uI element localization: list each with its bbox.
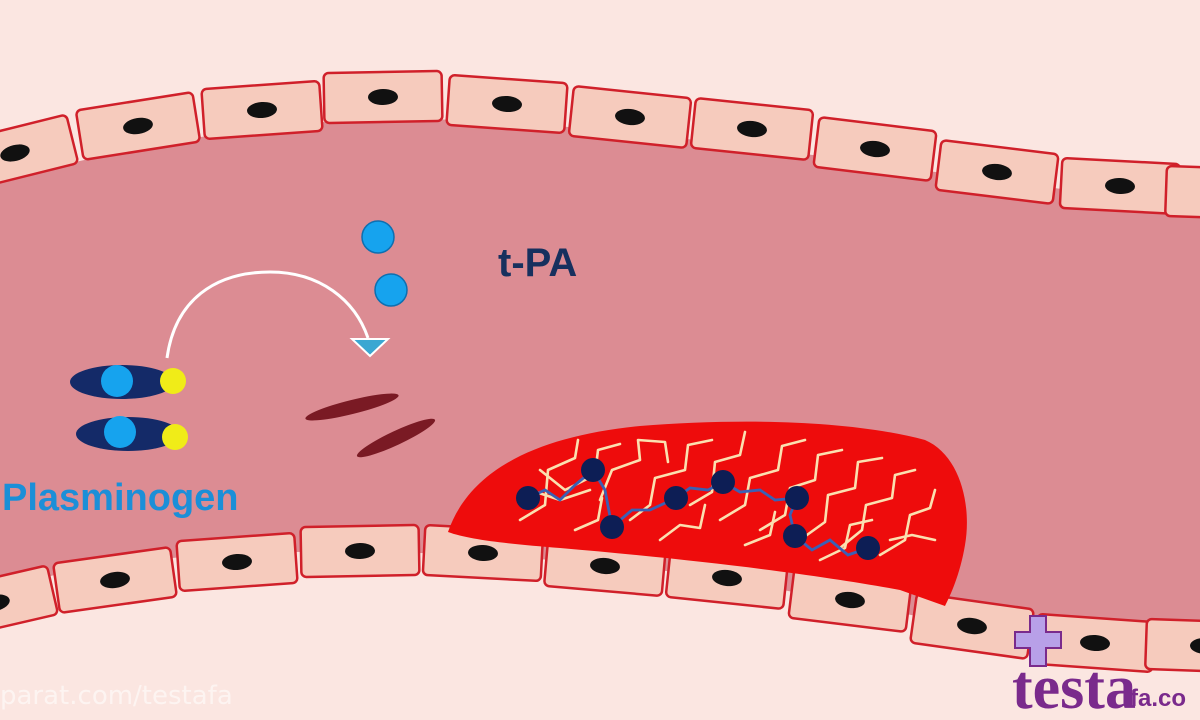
endothelial-cell (934, 139, 1060, 205)
tpa-molecules (361, 220, 408, 307)
clot-node (856, 536, 880, 560)
cell-nucleus (1105, 177, 1135, 195)
endothelium-top (0, 69, 1200, 222)
fibrin-mesh (518, 430, 937, 562)
platelet (356, 418, 436, 458)
clot-nodes (516, 458, 880, 560)
endothelial-cell (1144, 617, 1200, 675)
endothelial-cell (1033, 613, 1157, 673)
cell-nucleus (368, 88, 398, 106)
cell-nucleus (222, 553, 252, 571)
arrow-curve (165, 270, 370, 359)
endothelial-cell (322, 69, 444, 125)
activation-arrow (165, 270, 391, 359)
cell-nucleus (982, 163, 1012, 181)
cell-nucleus (835, 591, 865, 609)
cell-nucleus (737, 120, 767, 138)
watermark-url: parat.com/testafa (0, 681, 233, 711)
cell-nucleus (0, 144, 30, 162)
cell-nucleus (247, 101, 277, 119)
cross-icon (1014, 615, 1062, 667)
clot-node (516, 486, 540, 510)
cell-nucleus (492, 95, 522, 113)
endothelial-cell (1058, 156, 1182, 216)
plasminogen-molecule (70, 365, 186, 399)
plasminogen-molecules (70, 365, 188, 451)
tpa-label: t-PA (498, 241, 577, 285)
clot-node (783, 524, 807, 548)
cell-nucleus (1080, 634, 1110, 652)
endothelial-cell (299, 523, 421, 579)
plasminogen-label: Plasminogen (2, 477, 239, 519)
cell-nucleus (123, 117, 153, 135)
tpa-bead (361, 220, 395, 254)
clot-node (711, 470, 735, 494)
cell-nucleus (345, 542, 375, 560)
platelets (305, 393, 436, 458)
cell-nucleus (100, 571, 130, 589)
cell-nucleus (590, 557, 620, 575)
cell-nucleus (712, 569, 742, 587)
cell-nucleus (468, 544, 498, 562)
arrow-head (349, 338, 391, 358)
site-logo: testa fa.co (1012, 615, 1186, 720)
endothelial-cell (200, 80, 324, 140)
endothelial-cell (75, 91, 201, 161)
logo-main-text: testa (1012, 654, 1136, 720)
plasminogen-molecule (76, 416, 188, 451)
platelet (305, 393, 399, 421)
clot-node (785, 486, 809, 510)
endothelial-cell (567, 85, 693, 149)
logo-tail-text: fa.co (1130, 685, 1186, 712)
endothelial-cell (175, 532, 299, 592)
clot-node (664, 486, 688, 510)
cell-nucleus (860, 140, 890, 158)
cell-nucleus (957, 617, 987, 635)
cell-nucleus (0, 594, 10, 612)
endothelial-cell (445, 74, 569, 134)
endothelium-bottom (0, 523, 1200, 675)
tpa-bead (374, 273, 408, 307)
clot-node (600, 515, 624, 539)
clot-body (448, 421, 967, 606)
endothelial-cell (689, 97, 815, 161)
blood-clot (448, 421, 967, 606)
endothelial-cell (0, 565, 59, 641)
endothelial-cell (52, 546, 178, 614)
endothelial-cell (812, 116, 938, 182)
cell-nucleus (1190, 637, 1200, 655)
clot-node (581, 458, 605, 482)
cell-nucleus (615, 108, 645, 126)
endothelial-cell (0, 114, 79, 192)
endothelial-cell (1164, 164, 1200, 222)
